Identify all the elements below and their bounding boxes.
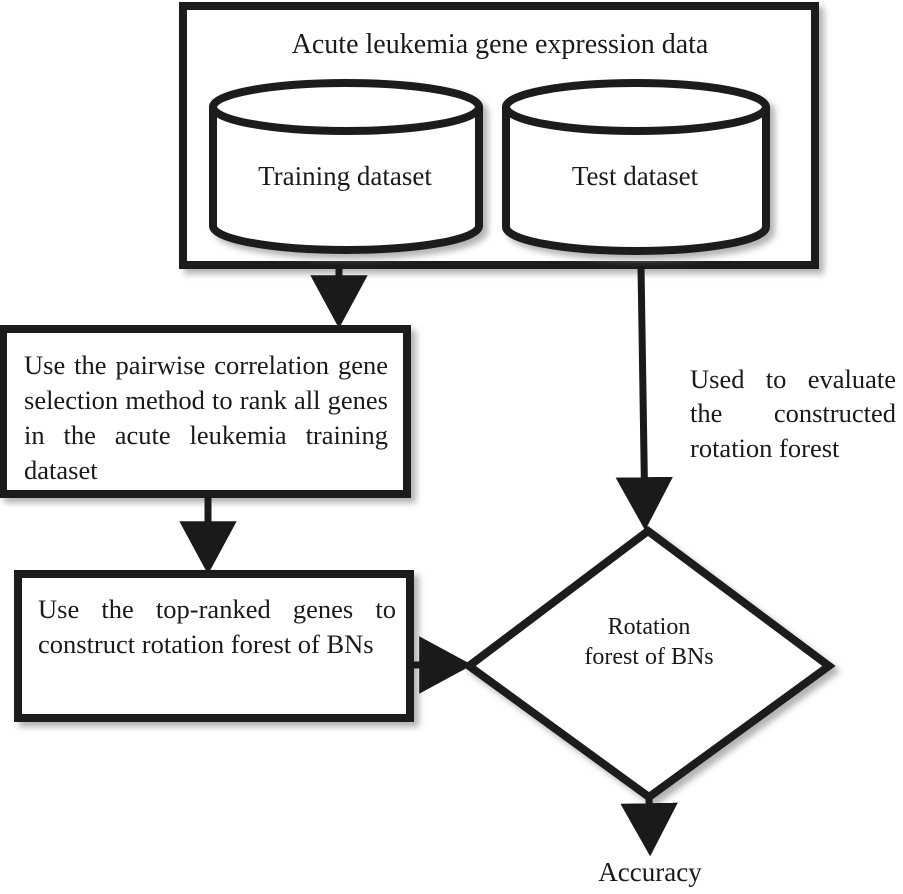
arrow-decision-to-accuracy [620,796,678,857]
arrow-test-to-decision [615,265,673,531]
test-dataset-label: Test dataset [571,161,699,191]
evaluate-note-label: Used to evaluate the constructed rotatio… [690,364,903,463]
test-dataset-cylinder [502,79,770,255]
gene-selection-step-label: Use the pairwise correlation gene select… [24,350,388,485]
gene-selection-box [0,325,411,498]
training-dataset-cylinder [209,79,483,254]
data-container-title: Acute leukemia gene expression data [291,29,709,60]
construct-forest-step-label: Use the top-ranked genes to construct ro… [38,594,396,659]
rotation-forest-decision-label: Rotation forest of BNs [584,614,714,671]
construct-forest-box [14,570,414,722]
training-dataset-label: Training dataset [258,161,432,191]
accuracy-output-label: Accuracy [598,857,702,887]
